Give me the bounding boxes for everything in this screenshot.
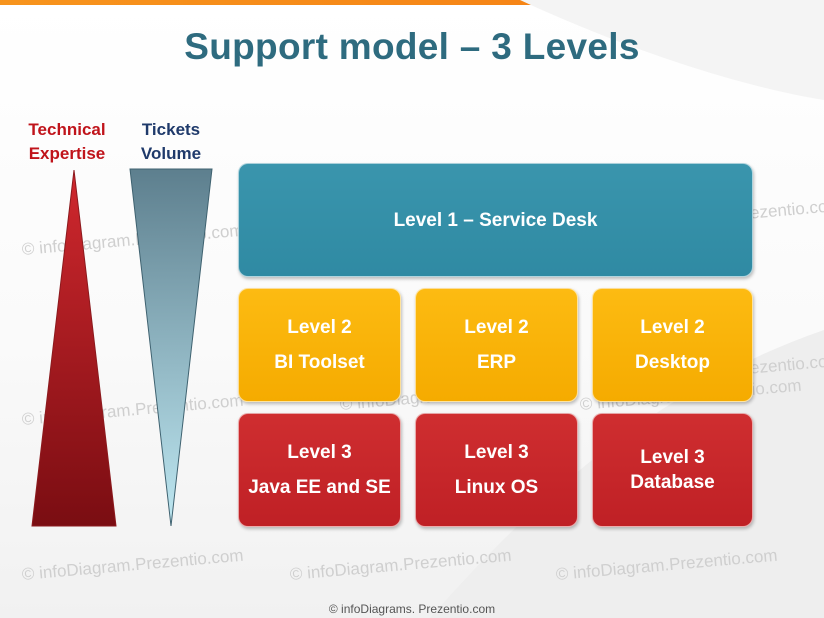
area-label: BI Toolset bbox=[274, 352, 365, 373]
tickets-volume-line: Volume bbox=[140, 144, 202, 163]
technical-expertise-line: Expertise bbox=[28, 144, 106, 163]
level-label: Level 2 bbox=[640, 317, 705, 338]
level-label: Level 2 bbox=[287, 317, 352, 338]
level-1-service-desk-box: Level 1 – Service Desk bbox=[238, 163, 753, 277]
page-title: Support model – 3 Levels bbox=[184, 26, 640, 67]
level-2-desktop-box: Level 2 Desktop bbox=[592, 288, 753, 402]
area-label: Database bbox=[630, 472, 715, 493]
area-label: Desktop bbox=[635, 352, 710, 373]
technical-expertise-line: Technical bbox=[28, 120, 106, 139]
level-3-java-box: Level 3 Java EE and SE bbox=[238, 413, 401, 527]
level-1-label: Level 1 – Service Desk bbox=[393, 209, 598, 231]
level-label: Level 2 bbox=[464, 317, 529, 338]
top-accent-bar bbox=[0, 0, 824, 5]
level-3-database-box: Level 3 Database bbox=[592, 413, 753, 527]
area-label: Java EE and SE bbox=[248, 477, 391, 498]
level-label: Level 3 bbox=[640, 447, 705, 468]
level-3-linux-box: Level 3 Linux OS bbox=[415, 413, 578, 527]
area-label: ERP bbox=[476, 352, 517, 373]
tickets-volume-triangle bbox=[129, 168, 213, 527]
level-label: Level 3 bbox=[464, 442, 529, 463]
technical-expertise-triangle bbox=[31, 169, 117, 527]
tickets-volume-line: Tickets bbox=[141, 120, 201, 139]
tickets-volume-label: Tickets Volume bbox=[126, 118, 216, 166]
technical-expertise-label: Technical Expertise bbox=[22, 118, 112, 166]
level-2-bi-toolset-box: Level 2 BI Toolset bbox=[238, 288, 401, 402]
area-label: Linux OS bbox=[454, 477, 539, 498]
level-2-erp-box: Level 2 ERP bbox=[415, 288, 578, 402]
level-label: Level 3 bbox=[287, 442, 352, 463]
footer-copyright: © infoDiagrams. Prezentio.com bbox=[328, 602, 496, 616]
